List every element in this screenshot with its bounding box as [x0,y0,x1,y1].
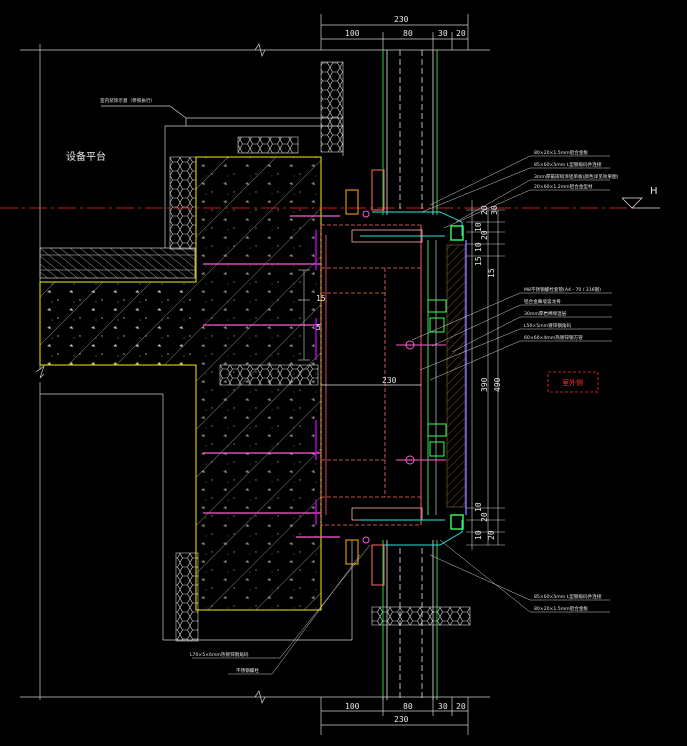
dim-left-15: 15 [316,294,326,303]
outdoor-side-box [547,371,599,393]
dim-right-390: 390 [480,377,489,392]
brick-parapet [320,61,344,153]
dim-r-20b: 20 [480,230,489,240]
steel-bracket-frame [320,224,423,526]
dim-mid-230: 230 [382,376,397,385]
platform-slab [39,247,196,279]
dim-right-490: 490 [493,377,502,392]
note-angle-bracket-bottom: 85×60×5mm L型钢角码件连接 [534,593,602,600]
note-steel-angle-bottom: L70×5×6mm热镀锌钢角码 [190,651,249,658]
left-dimension-chain [298,269,310,361]
cyan-flashing [360,211,463,546]
connector-details [345,169,447,586]
platform-label: 设备平台 [66,150,106,163]
outdoor-side-label: 室外侧 [562,378,583,387]
dim-top-b: 80 [403,29,413,38]
dim-r-10a: 10 [474,222,483,232]
anchor-bolts [203,215,340,538]
dim-bottom-total: 230 [394,715,409,724]
dim-bottom-a: 100 [345,702,360,711]
level-h-symbol [621,197,660,209]
dim-bottom-d: 20 [456,702,466,711]
dim-r-15b: 15 [487,268,496,278]
top-dimension-chain [20,14,490,58]
note-insulation: 30mm厚岩棉保温层 [524,310,567,317]
dim-r-20c: 20 [480,512,489,522]
dim-r-30a: 30 [490,205,499,215]
dim-top-d: 20 [456,29,466,38]
note-vertical-mullion: 铝合金幕墙竖龙骨 [524,298,561,305]
dim-top-a: 100 [345,29,360,38]
note-aluminium-profile: 20×60×1.2mm铝合金型材 [534,183,593,190]
note-steel-tube: 60×60×4mm热镀锌钢方管 [524,334,583,341]
dim-r-10d: 10 [474,530,483,540]
brick-band-top [237,136,299,154]
dim-top-c: 30 [438,29,448,38]
note-galvanized-angle: L50×5mm镀锌钢角码 [524,322,572,329]
dim-r-10b: 10 [474,242,483,252]
note-aluminium-panel: 3mm厚氟碳喷涂铝单板(颜色详见效果图) [534,173,619,180]
interior-note: 室内装饰示意（参照执行） [100,97,155,104]
dim-left-5: 5 [316,323,321,332]
note-aluminium-plate-top: 80×20×1.5mm铝合金板 [534,149,588,156]
brick-infill-upper [169,156,197,250]
concrete-beam [39,156,322,611]
note-stainless-bolt: 不锈钢螺栓 [236,667,259,674]
bottom-dimension-chain [20,690,490,735]
vertical-glazing [382,50,438,700]
note-aluminium-plate-bottom: 80×20×1.5mm铝合金板 [534,605,588,612]
note-angle-bracket-top: 85×60×5mm L型钢角码件连接 [534,161,602,168]
right-dimension-chain [466,200,505,550]
dim-r-15a: 15 [474,256,483,266]
level-h-label: H [650,186,658,197]
leader-lines [192,155,612,675]
dim-r-10c: 10 [474,502,483,512]
brick-infill-lower [175,552,199,642]
note-bolt-sleeve: M8不锈钢螺栓套管(A4 - 70 / 316钢) [524,286,601,293]
end-caps [450,225,464,530]
dim-r-20d: 20 [487,530,496,540]
dim-top-total: 230 [394,15,409,24]
dim-bottom-c: 30 [438,702,448,711]
brick-band-bottom [371,606,471,626]
insulation-layer [446,244,466,508]
dim-bottom-b: 80 [403,702,413,711]
